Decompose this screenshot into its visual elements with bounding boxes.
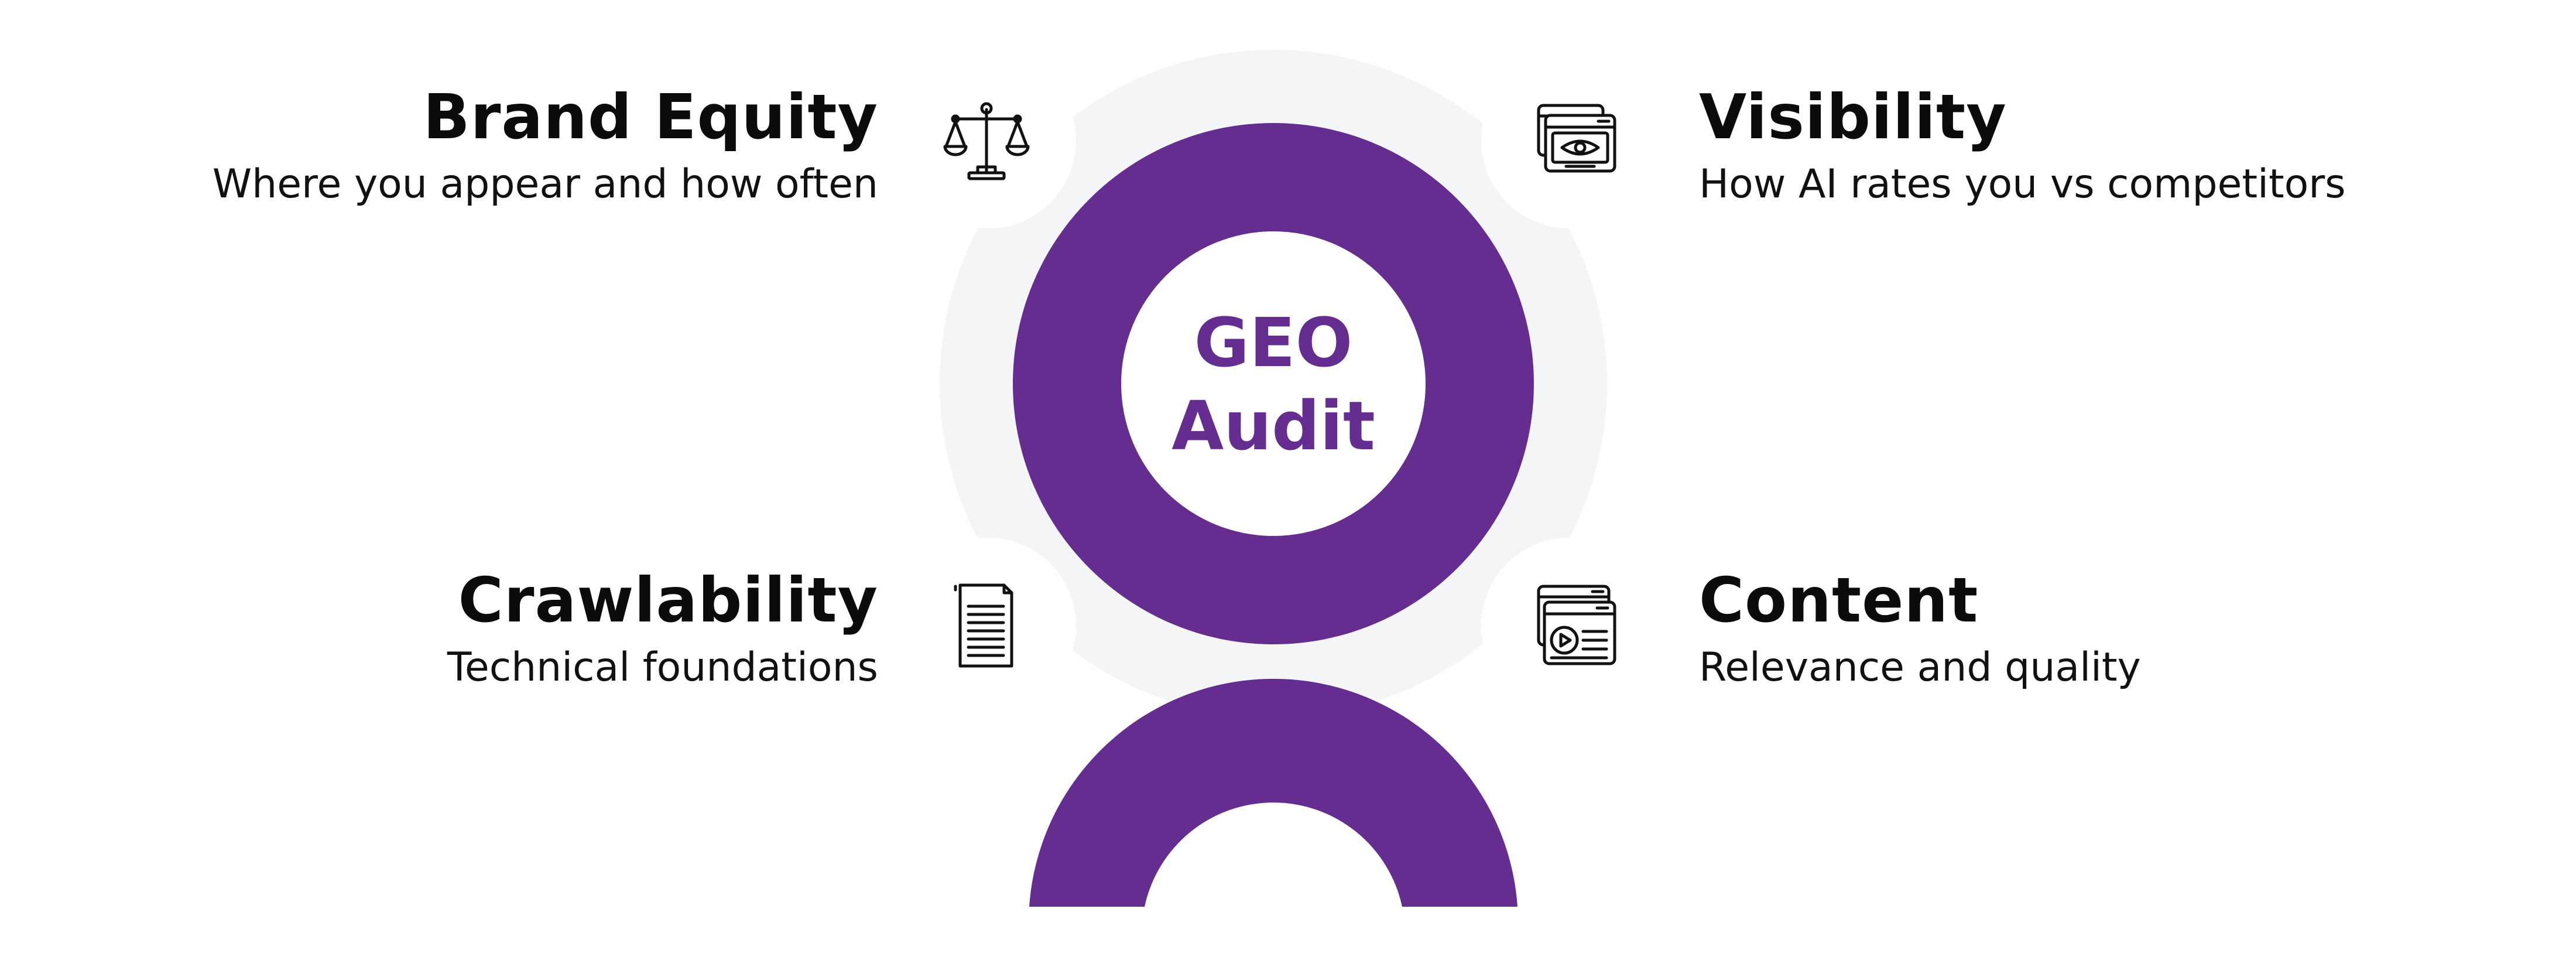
pillar-description: Where you appear and how often bbox=[212, 161, 878, 207]
browser-media-icon bbox=[1534, 582, 1622, 670]
scales-icon bbox=[943, 97, 1030, 185]
pillar-title: Visibility bbox=[1699, 81, 2007, 153]
center-label-line2: Audit bbox=[1171, 387, 1375, 466]
lower-arch bbox=[1029, 678, 1517, 907]
pillar-visibility: Visibility How AI rates you vs competito… bbox=[1699, 87, 2431, 204]
pillar-title: Brand Equity bbox=[423, 81, 878, 153]
center-label: GEO Audit bbox=[1142, 302, 1405, 468]
gear-notch-top-left bbox=[900, 53, 1076, 228]
center-label-line1: GEO bbox=[1194, 304, 1353, 382]
pillar-description: Relevance and quality bbox=[1699, 644, 2141, 691]
pillar-title: Content bbox=[1699, 565, 1979, 636]
document-icon bbox=[943, 582, 1030, 670]
pillar-description: Technical foundations bbox=[447, 644, 878, 691]
center-hub bbox=[1121, 231, 1426, 536]
pillar-title: Crawlability bbox=[458, 565, 878, 636]
pillar-description: How AI rates you vs competitors bbox=[1699, 161, 2346, 207]
gear-notch-bottom-left bbox=[900, 538, 1076, 713]
pillar-brand-equity: Brand Equity Where you appear and how of… bbox=[146, 87, 878, 204]
browser-eye-icon bbox=[1534, 101, 1622, 189]
pillar-crawlability: Crawlability Technical foundations bbox=[146, 570, 878, 688]
pillar-content: Content Relevance and quality bbox=[1699, 570, 2431, 688]
